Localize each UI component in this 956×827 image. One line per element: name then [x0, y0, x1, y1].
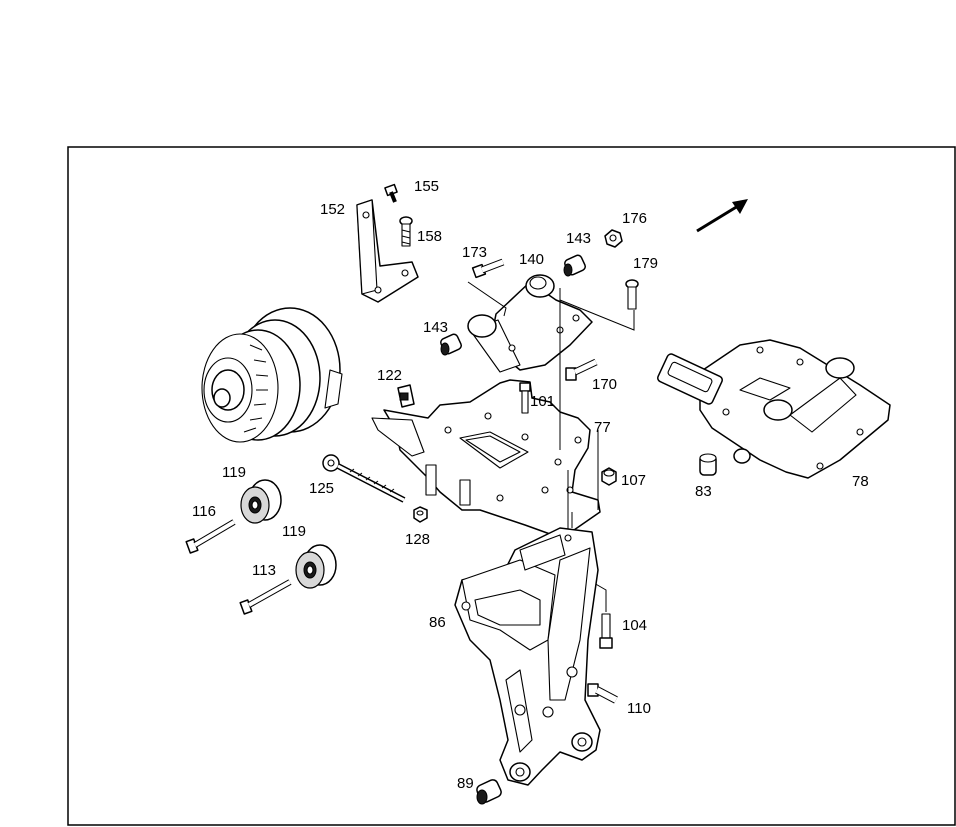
- nut-128: [413, 506, 428, 523]
- callout-128: 128: [405, 531, 430, 548]
- bushing-143-right: [563, 254, 586, 277]
- callout-83: 83: [695, 483, 712, 500]
- callout-119: 119: [282, 523, 306, 540]
- callout-113: 113: [252, 562, 276, 579]
- callout-125: 125: [309, 480, 334, 497]
- bushing-83: [699, 453, 717, 476]
- clip-122: [397, 384, 415, 408]
- callout-labels: 155 152 158 173 140 143 176 179 143 170 …: [192, 178, 869, 792]
- callout-173: 173: [462, 244, 487, 261]
- callout-122: 122: [377, 367, 402, 384]
- diagram-frame: [67, 146, 956, 826]
- callout-86: 86: [429, 614, 446, 631]
- callout-101: 101: [530, 393, 555, 410]
- callout-155: 155: [414, 178, 439, 195]
- callout-116: 116: [192, 503, 216, 520]
- bolt-158: [399, 216, 413, 247]
- bolt-101: [519, 382, 531, 414]
- callout-143: 143: [566, 230, 591, 247]
- bolt-110: [587, 683, 618, 704]
- callout-89: 89: [457, 775, 474, 792]
- direction-arrow-icon: [696, 199, 748, 233]
- bracket-140: [467, 274, 593, 373]
- mounting-plate-77: [371, 379, 601, 535]
- nut-107: [601, 467, 617, 486]
- bolt-170: [565, 358, 598, 381]
- bracket-86: [454, 527, 601, 786]
- callout-104: 104: [622, 617, 647, 634]
- callout-158: 158: [417, 228, 442, 245]
- callout-176: 176: [622, 210, 647, 227]
- callout-140: 140: [519, 251, 544, 268]
- callout-179: 179: [633, 255, 658, 272]
- bolt-155: [384, 183, 398, 203]
- pulley-119-lower: [295, 544, 337, 589]
- bracket-152: [356, 199, 419, 303]
- bolt-104: [599, 613, 613, 649]
- bolt-173: [471, 258, 505, 279]
- callout-170: 170: [592, 376, 617, 393]
- bolt-116: [185, 519, 236, 554]
- callout-78: 78: [852, 473, 869, 490]
- bushing-89: [476, 779, 502, 805]
- pulley-119-upper: [240, 479, 282, 524]
- callout-152: 152: [320, 201, 345, 218]
- callout-110: 110: [627, 700, 651, 717]
- nut-176: [604, 229, 623, 248]
- callout-107: 107: [621, 472, 646, 489]
- callout-119: 119: [222, 464, 246, 481]
- bolt-113: [239, 579, 292, 615]
- bracket-assembly-78: [657, 339, 891, 479]
- stud-125: [322, 454, 406, 503]
- alternator: [201, 307, 343, 443]
- callout-77: 77: [594, 419, 611, 436]
- callout-143: 143: [423, 319, 448, 336]
- bushing-143-left: [440, 333, 462, 356]
- bolt-179: [625, 279, 639, 310]
